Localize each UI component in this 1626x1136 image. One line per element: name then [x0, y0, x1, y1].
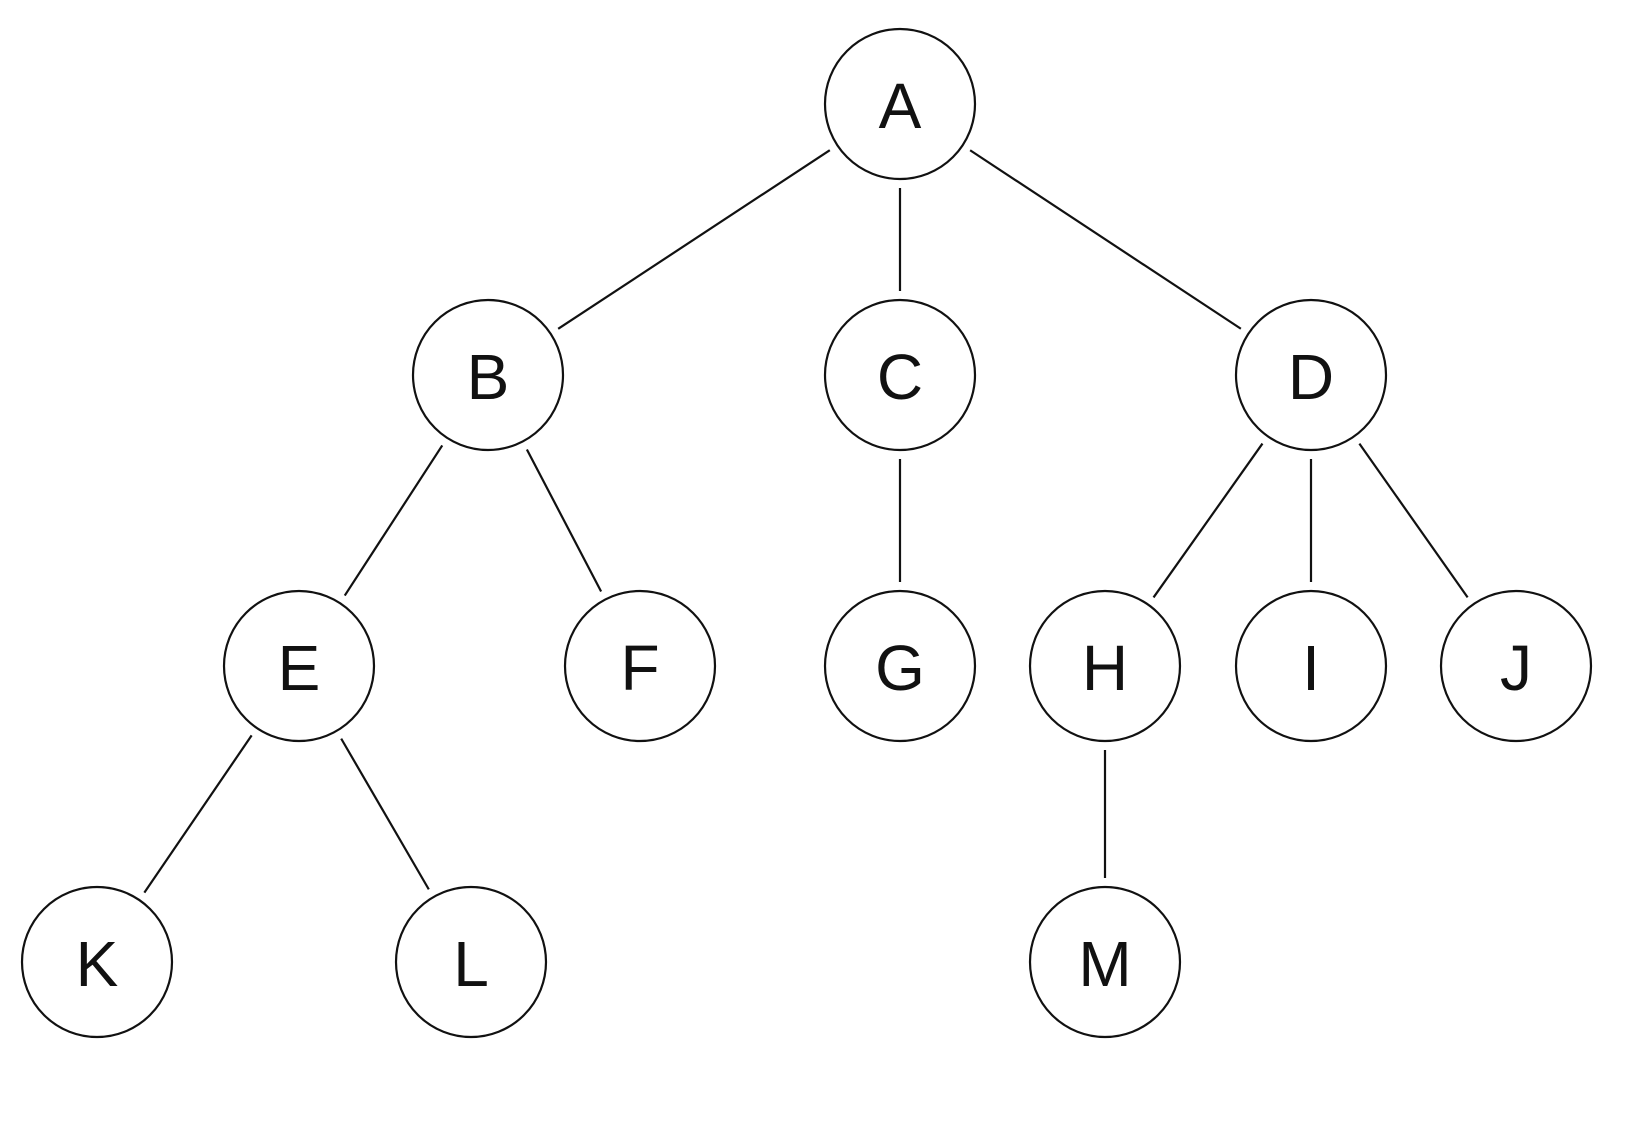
node-label: M — [1078, 928, 1131, 1000]
edge-d-h — [1152, 442, 1264, 599]
edge-a-d — [969, 149, 1242, 330]
node-circle — [222, 589, 376, 743]
node-g: G — [823, 589, 977, 743]
node-circle — [1028, 589, 1182, 743]
node-circle — [411, 298, 565, 452]
edge-b-e — [343, 444, 444, 597]
node-label: J — [1500, 632, 1532, 704]
edges-layer — [143, 149, 1469, 894]
edge-e-l — [340, 738, 430, 890]
node-k: K — [20, 885, 174, 1039]
node-e: E — [222, 589, 376, 743]
node-j: J — [1439, 589, 1593, 743]
edge-e-k — [143, 734, 253, 894]
node-circle — [1439, 589, 1593, 743]
node-circle — [1028, 885, 1182, 1039]
node-label: A — [879, 70, 922, 142]
edge-d-j — [1358, 443, 1469, 598]
edge-b-f — [525, 448, 603, 593]
node-circle — [823, 589, 977, 743]
edge-a-b — [557, 149, 831, 330]
node-circle — [823, 27, 977, 181]
node-label: I — [1302, 632, 1320, 704]
node-h: H — [1028, 589, 1182, 743]
node-l: L — [394, 885, 548, 1039]
node-a: A — [823, 27, 977, 181]
node-label: D — [1288, 341, 1334, 413]
node-d: D — [1234, 298, 1388, 452]
node-circle — [394, 885, 548, 1039]
node-f: F — [563, 589, 717, 743]
node-label: K — [76, 928, 119, 1000]
nodes-layer: A B C D E F G H I J K L M — [20, 27, 1593, 1039]
node-label: H — [1082, 632, 1128, 704]
node-circle — [1234, 589, 1388, 743]
node-label: G — [875, 632, 925, 704]
node-circle — [823, 298, 977, 452]
node-circle — [20, 885, 174, 1039]
node-b: B — [411, 298, 565, 452]
node-label: E — [278, 632, 321, 704]
node-label: B — [467, 341, 510, 413]
node-c: C — [823, 298, 977, 452]
node-circle — [563, 589, 717, 743]
node-label: C — [877, 341, 923, 413]
node-i: I — [1234, 589, 1388, 743]
node-label: F — [620, 632, 659, 704]
node-label: L — [453, 928, 489, 1000]
node-circle — [1234, 298, 1388, 452]
node-m: M — [1028, 885, 1182, 1039]
